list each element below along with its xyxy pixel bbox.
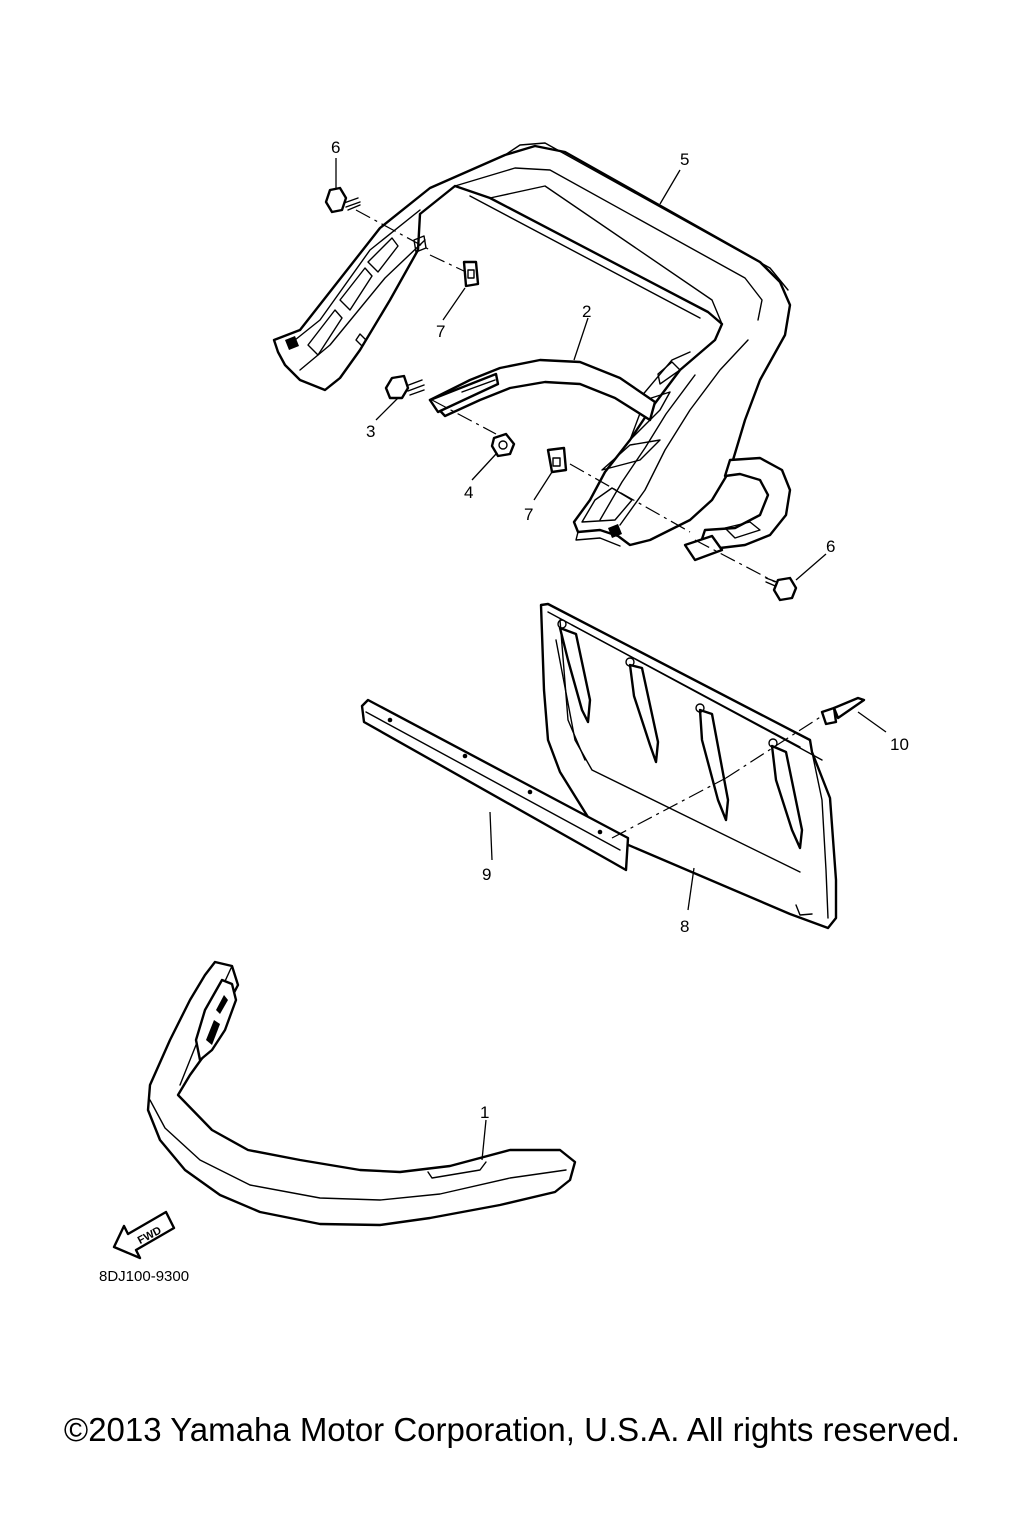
part-2-bar[interactable] xyxy=(428,358,792,562)
callout-6-right: 6 xyxy=(826,537,835,556)
fwd-arrow-icon: FWD xyxy=(112,1210,176,1260)
fastener-6-bolt-top[interactable] xyxy=(324,186,361,214)
callout-7-lower: 7 xyxy=(524,505,533,524)
callout-9: 9 xyxy=(482,865,491,884)
callout-7-upper: 7 xyxy=(436,322,445,341)
fastener-7-clip-upper[interactable] xyxy=(462,260,480,288)
part-9-strip[interactable] xyxy=(360,698,630,872)
callout-6-top: 6 xyxy=(331,138,340,157)
callout-5: 5 xyxy=(680,150,689,169)
callout-1: 1 xyxy=(480,1103,489,1122)
fastener-3-bolt[interactable] xyxy=(384,374,425,400)
fastener-4-nut[interactable] xyxy=(490,432,516,458)
callout-10: 10 xyxy=(890,735,909,754)
part-8-snow-flap[interactable] xyxy=(539,602,838,930)
part-5-rear-bumper-frame[interactable] xyxy=(272,142,792,547)
fastener-6-bolt-right[interactable] xyxy=(765,576,798,602)
copyright-notice: ©2013 Yamaha Motor Corporation, U.S.A. A… xyxy=(63,1411,961,1448)
callout-8: 8 xyxy=(680,917,689,936)
fastener-10-rivet[interactable] xyxy=(820,696,866,726)
fastener-7-clip-lower[interactable] xyxy=(546,446,568,474)
part-1-front-bumper[interactable] xyxy=(146,960,577,1227)
callout-4: 4 xyxy=(464,483,473,502)
diagram-code: 8DJ100-9300 xyxy=(99,1268,190,1285)
callout-3: 3 xyxy=(366,422,375,441)
callout-2: 2 xyxy=(582,302,591,321)
